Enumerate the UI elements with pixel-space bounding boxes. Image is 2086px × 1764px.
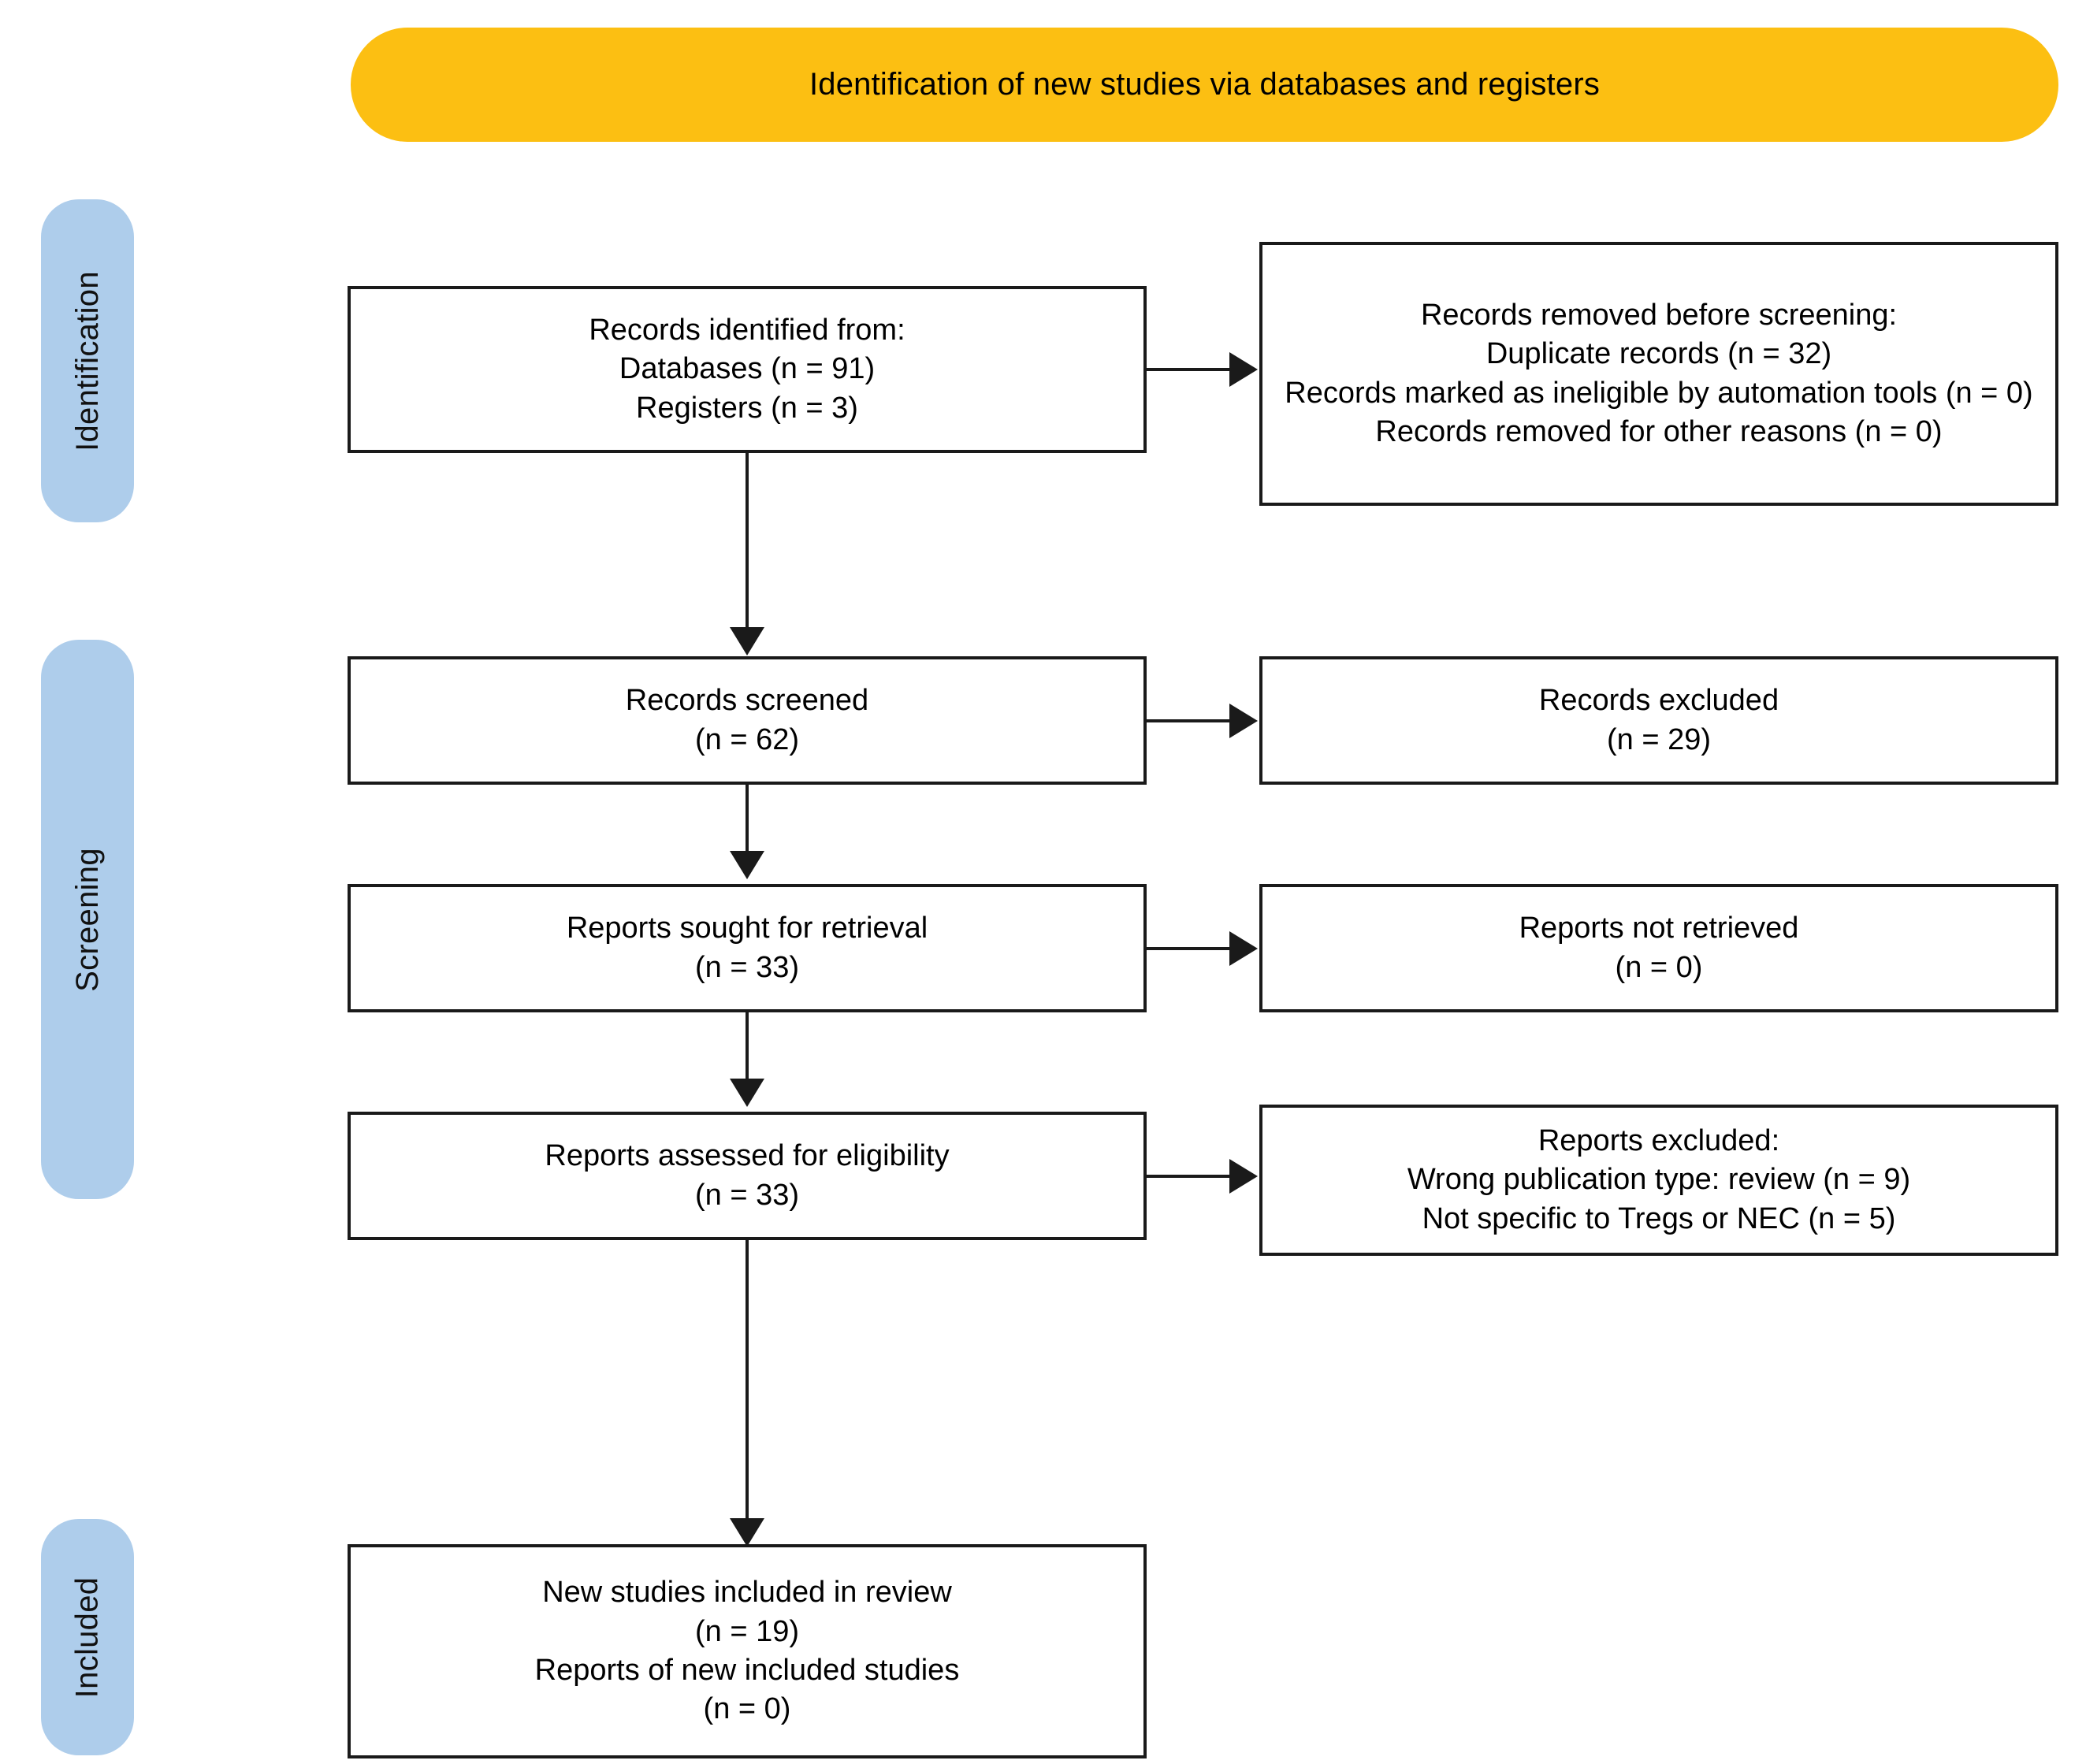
- connector-screened-to-sought-arrow-icon: [730, 851, 764, 879]
- box-new-studies-included: New studies included in review (n = 19) …: [348, 1544, 1147, 1758]
- records-removed-line-1: Records removed before screening:: [1420, 298, 1898, 332]
- records-identified-line-1: Records identified from:: [589, 313, 905, 347]
- reports-excluded-line-3: Not specific to Tregs or NEC (n = 5): [1422, 1201, 1896, 1235]
- box-reports-sought: Reports sought for retrieval (n = 33): [348, 884, 1147, 1012]
- connector-screened-to-excluded-line: [1147, 719, 1231, 722]
- header-banner-title: Identification of new studies via databa…: [809, 67, 1601, 102]
- box-records-excluded: Records excluded (n = 29): [1259, 656, 2058, 785]
- records-identified-line-3: Registers (n = 3): [636, 391, 858, 425]
- box-records-removed: Records removed before screening: Duplic…: [1259, 242, 2058, 506]
- records-identified-line-2: Databases (n = 91): [619, 352, 876, 386]
- header-banner: Identification of new studies via databa…: [351, 28, 2058, 142]
- connector-identified-to-removed-arrow-icon: [1229, 352, 1258, 387]
- records-screened-line-2: (n = 62): [694, 722, 800, 756]
- records-excluded-line-1: Records excluded: [1538, 684, 1779, 718]
- box-reports-excluded: Reports excluded: Wrong publication type…: [1259, 1105, 2058, 1256]
- connector-assessed-to-excluded-line: [1147, 1175, 1231, 1178]
- box-records-screened: Records screened (n = 62): [348, 656, 1147, 785]
- reports-excluded-line-1: Reports excluded:: [1538, 1123, 1780, 1157]
- new-studies-included-line-3: Reports of new included studies: [534, 1654, 960, 1687]
- new-studies-included-line-1: New studies included in review: [542, 1576, 952, 1610]
- connector-sought-to-assessed-line: [746, 1012, 749, 1085]
- reports-sought-line-2: (n = 33): [694, 950, 800, 984]
- stage-pill-screening: Screening: [41, 640, 134, 1199]
- stage-pill-included: Included: [41, 1519, 134, 1755]
- records-removed-line-4: Records removed for other reasons (n = 0…: [1375, 414, 1943, 448]
- records-screened-line-1: Records screened: [625, 684, 869, 718]
- connector-identified-to-removed-line: [1147, 368, 1231, 371]
- box-reports-assessed: Reports assessed for eligibility (n = 33…: [348, 1112, 1147, 1240]
- connector-identified-to-screened-line: [746, 453, 749, 634]
- reports-assessed-line-2: (n = 33): [694, 1178, 800, 1212]
- records-excluded-line-2: (n = 29): [1606, 722, 1712, 756]
- connector-assessed-to-included-line: [746, 1240, 749, 1524]
- connector-assessed-to-excluded-arrow-icon: [1229, 1159, 1258, 1194]
- connector-assessed-to-included-arrow-icon: [730, 1518, 764, 1547]
- stage-label-screening: Screening: [69, 847, 105, 992]
- connector-sought-to-notretrieved-line: [1147, 947, 1231, 950]
- new-studies-included-line-2: (n = 19): [694, 1614, 800, 1648]
- connector-sought-to-assessed-arrow-icon: [730, 1079, 764, 1107]
- records-removed-line-2: Duplicate records (n = 32): [1485, 337, 1832, 371]
- connector-identified-to-screened-arrow-icon: [730, 627, 764, 655]
- box-reports-not-retrieved: Reports not retrieved (n = 0): [1259, 884, 2058, 1012]
- connector-screened-to-excluded-arrow-icon: [1229, 704, 1258, 738]
- stage-pill-identification: Identification: [41, 199, 134, 522]
- reports-not-retrieved-line-2: (n = 0): [1615, 950, 1703, 984]
- new-studies-included-line-4: (n = 0): [703, 1692, 791, 1726]
- records-removed-line-3: Records marked as ineligible by automati…: [1285, 376, 2033, 410]
- box-records-identified: Records identified from: Databases (n = …: [348, 286, 1147, 453]
- reports-excluded-line-2: Wrong publication type: review (n = 9): [1407, 1163, 1911, 1197]
- stage-label-included: Included: [69, 1576, 105, 1698]
- stage-label-identification: Identification: [69, 270, 105, 451]
- connector-sought-to-notretrieved-arrow-icon: [1229, 931, 1258, 966]
- reports-not-retrieved-line-1: Reports not retrieved: [1519, 912, 1799, 945]
- reports-assessed-line-1: Reports assessed for eligibility: [545, 1139, 950, 1173]
- connector-screened-to-sought-line: [746, 785, 749, 857]
- reports-sought-line-1: Reports sought for retrieval: [566, 912, 928, 945]
